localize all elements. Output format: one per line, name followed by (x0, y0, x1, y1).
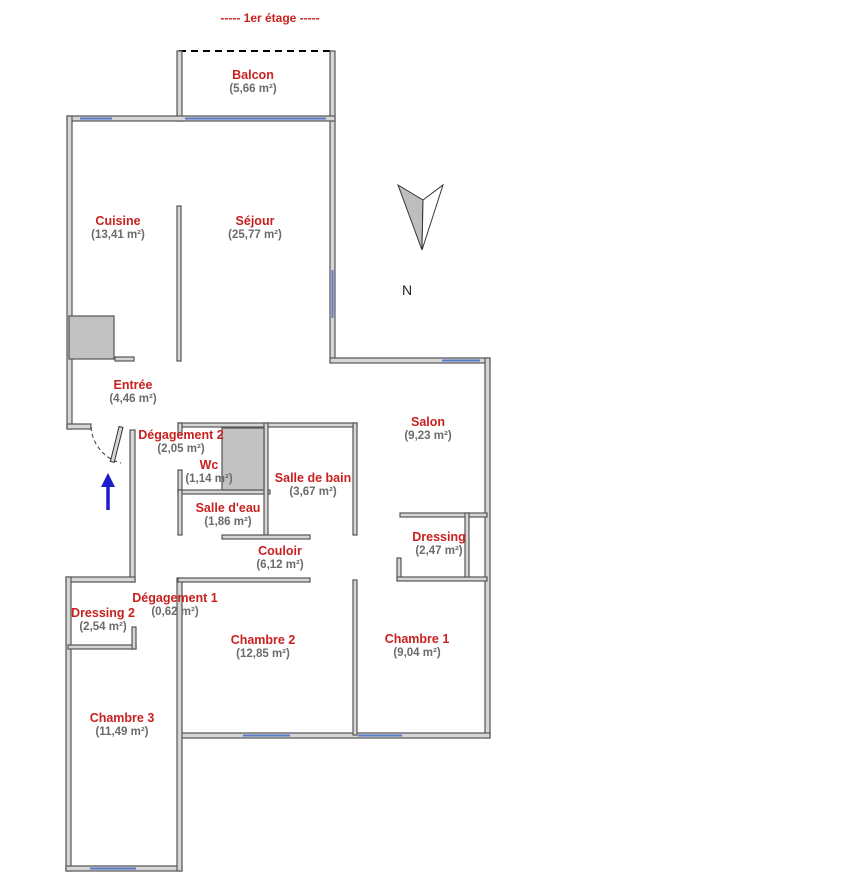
entrance-door (90, 425, 124, 464)
floor-title: ----- 1er étage ----- (220, 11, 320, 25)
room-label-couloir: Couloir(6,12 m²) (256, 544, 304, 571)
stairwell-fixture (221, 427, 265, 491)
room-label-dressing: Dressing(2,47 m²) (412, 530, 466, 557)
exterior-walls (65, 50, 491, 872)
entrance-arrow-icon (101, 473, 115, 510)
room-label-salon: Salon(9,23 m²) (404, 415, 452, 442)
room-label-cuisine: Cuisine(13,41 m²) (91, 214, 145, 241)
room-label-entree: Entrée(4,46 m²) (109, 378, 157, 405)
room-label-chambre1: Chambre 1(9,04 m²) (384, 632, 450, 659)
room-label-degagement2: Dégagement 2(2,05 m²) (138, 428, 224, 455)
north-compass-icon (397, 183, 444, 251)
room-label-salle-de-bain: Salle de bain(3,67 m²) (274, 471, 352, 498)
room-label-salle-deau: Salle d'eau(1,86 m²) (195, 501, 261, 528)
room-label-dressing2: Dressing 2(2,54 m²) (71, 606, 135, 633)
windows (80, 117, 480, 870)
interior-walls (67, 205, 488, 736)
room-label-wc: Wc(1,14 m²) (185, 458, 233, 485)
room-label-sejour: Séjour(25,77 m²) (228, 214, 282, 241)
room-label-chambre2: Chambre 2(12,85 m²) (230, 633, 296, 660)
room-label-chambre3: Chambre 3(11,49 m²) (89, 711, 155, 738)
room-label-degagement1: Dégagement 1(0,62 m²) (132, 591, 218, 618)
room-label-balcon: Balcon(5,66 m²) (229, 68, 277, 95)
kitchen-fixture (68, 315, 115, 360)
north-label: N (402, 282, 413, 298)
